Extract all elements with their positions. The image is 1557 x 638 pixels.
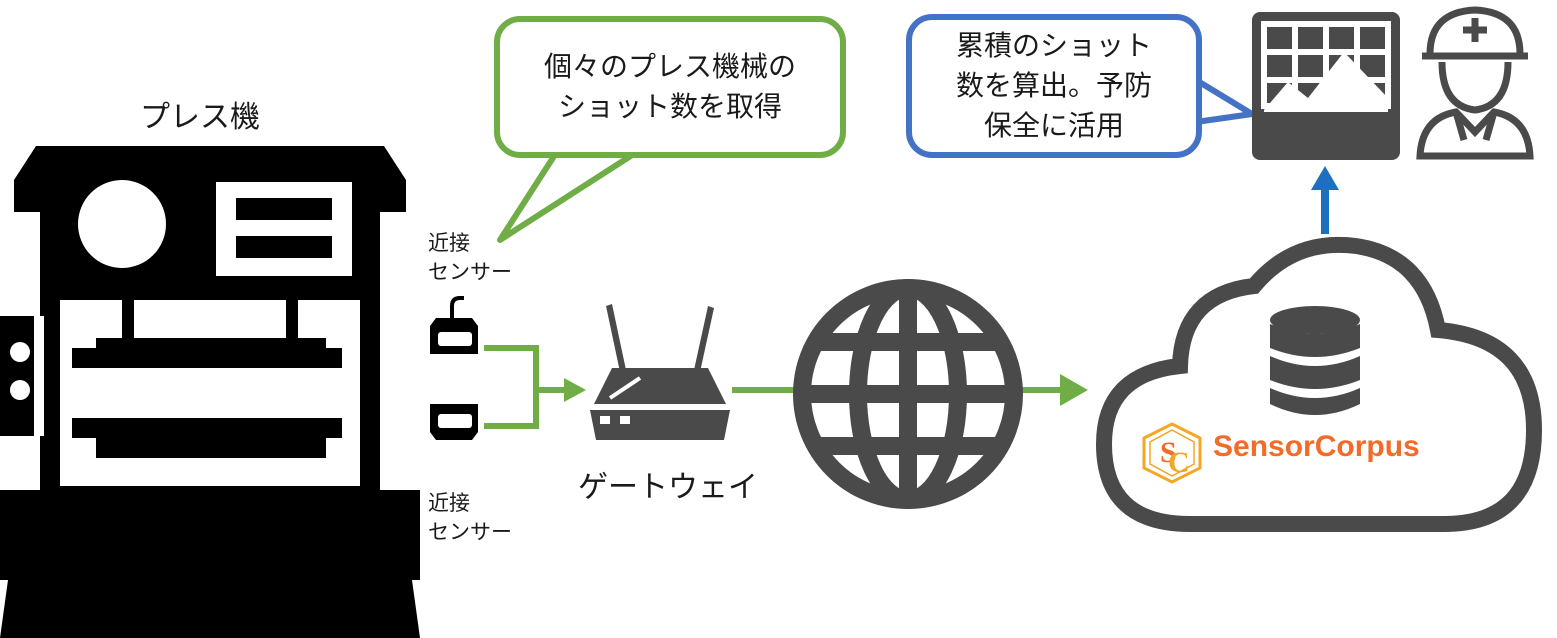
- arrow-to-gateway: [564, 378, 586, 402]
- callout-blue-tail: [1193, 77, 1255, 125]
- arrow-to-cloud: [1060, 374, 1088, 406]
- logo-mark-c: C: [1168, 446, 1190, 479]
- callout-green-line2: ショット数を取得: [557, 90, 782, 123]
- globe-icon: [793, 279, 1023, 509]
- callout-blue-line3: 保全に活用: [983, 109, 1124, 142]
- sensorcorpus-logo-icon: S C: [1142, 422, 1202, 484]
- callout-green-tail: [497, 147, 643, 243]
- gateway-label: ゲートウェイ: [578, 470, 758, 505]
- sensor-label-bottom-text: 近接 センサー: [428, 491, 512, 544]
- sensor-label-top-text: 近接 センサー: [428, 231, 512, 284]
- sensor-connector: [484, 345, 1064, 429]
- callout-green: 個々のプレス機械の ショット数を取得: [494, 16, 846, 158]
- router-icon: [590, 304, 730, 440]
- sensor-label-top: 近接 センサー: [428, 229, 512, 287]
- press-label: プレス機: [140, 100, 260, 135]
- callout-green-line1: 個々のプレス機械の: [543, 50, 796, 83]
- press-machine-icon: [0, 146, 420, 638]
- upload-arrow: [1311, 166, 1339, 234]
- engineer-icon: [1416, 6, 1534, 160]
- proximity-sensor-icon: [430, 296, 478, 354]
- logo-mark-s: S: [1160, 436, 1177, 469]
- callout-blue-line1: 累積のショット: [955, 29, 1152, 62]
- sensorcorpus-brand: SensorCorpus: [1213, 430, 1420, 463]
- callout-blue-line2: 数を算出。予防: [955, 69, 1152, 102]
- callout-blue: 累積のショット 数を算出。予防 保全に活用: [906, 14, 1202, 158]
- database-icon: [1270, 306, 1360, 415]
- sensor-label-bottom: 近接 センサー: [428, 489, 512, 547]
- dashboard-chart-icon: [1252, 12, 1400, 160]
- proximity-sensor-icon: [430, 404, 478, 440]
